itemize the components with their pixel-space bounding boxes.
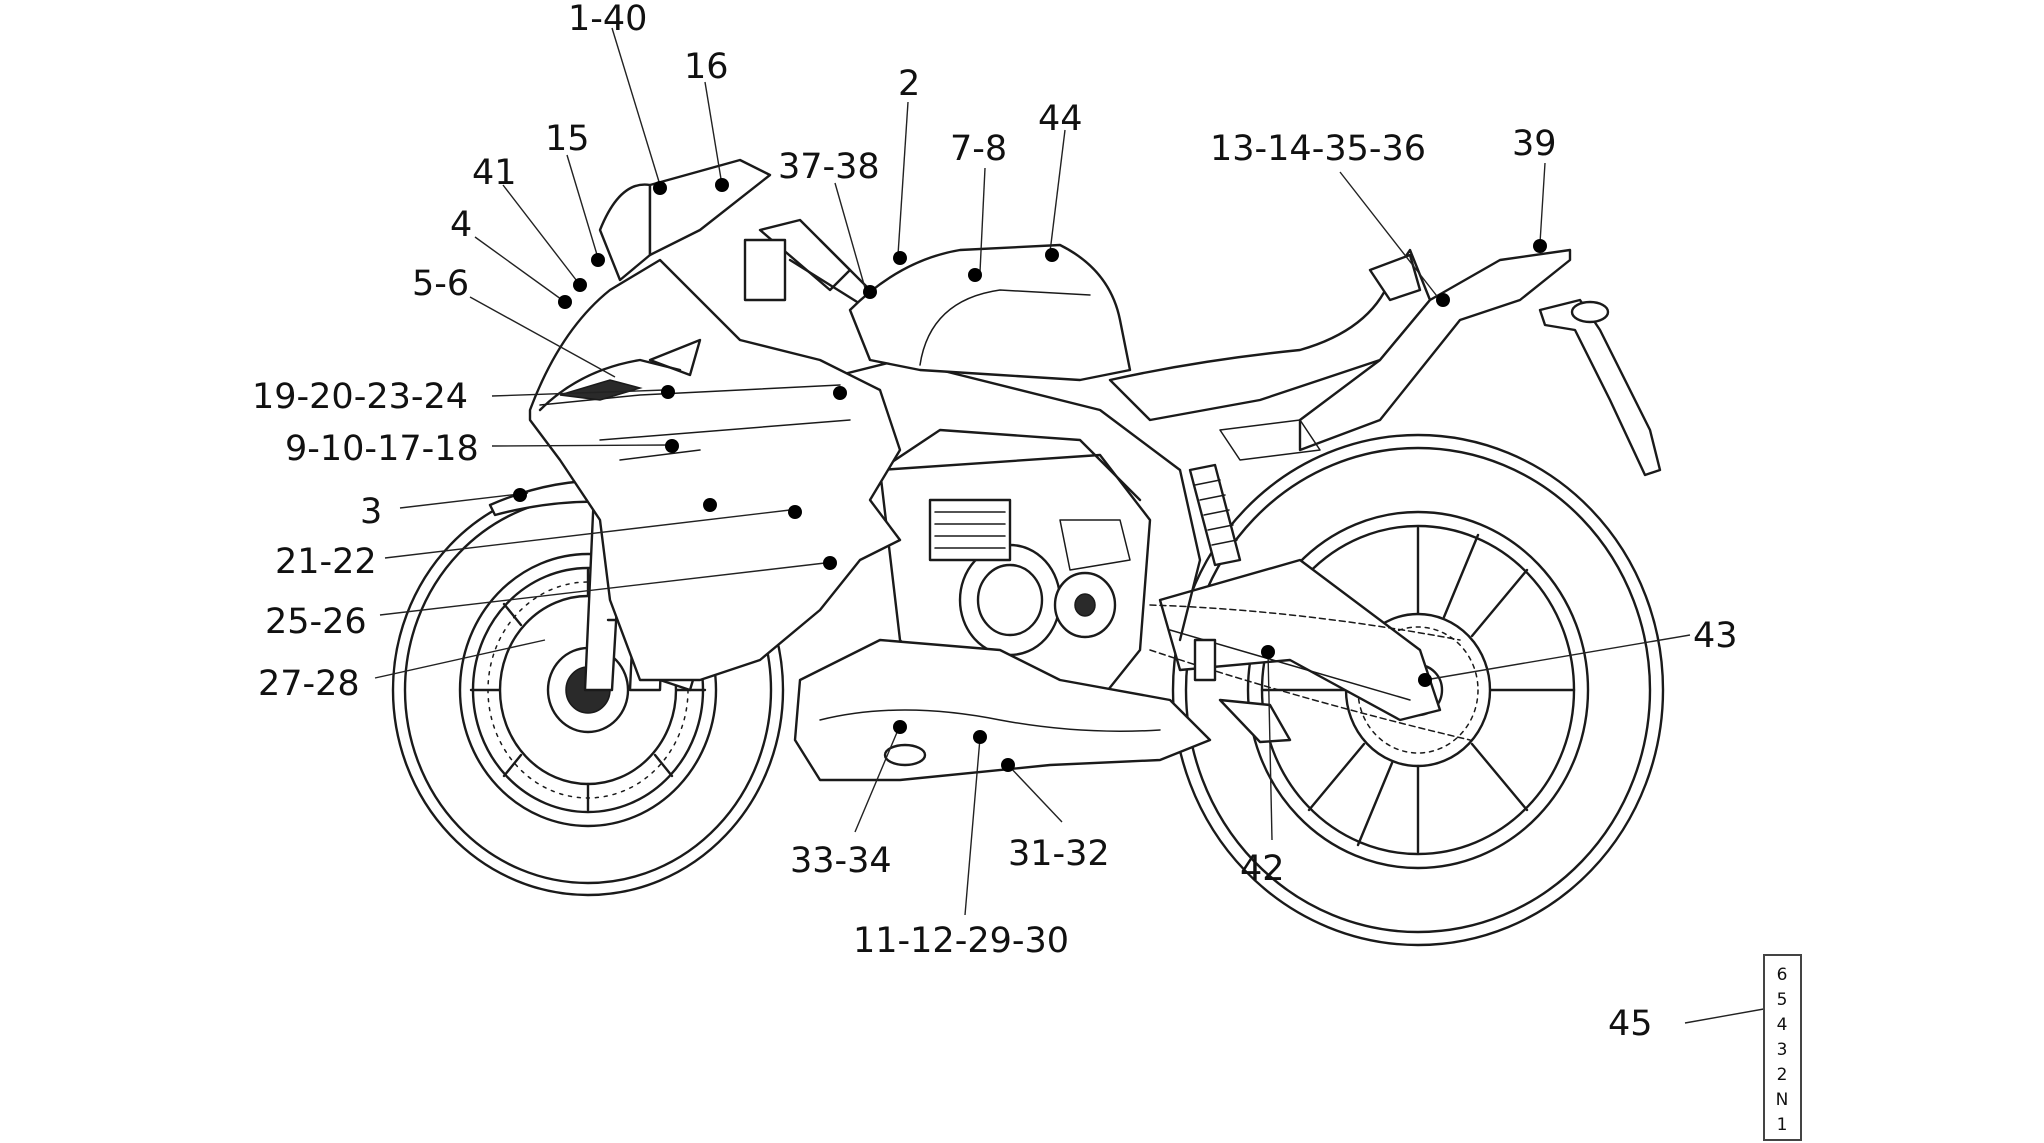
callout-3: 3 bbox=[360, 492, 382, 532]
callout-33-34: 33-34 bbox=[790, 841, 892, 881]
windscreen bbox=[598, 183, 652, 282]
callout-31-32: 31-32 bbox=[1008, 834, 1110, 874]
fuel-tank bbox=[848, 243, 1132, 382]
callout-5-6: 5-6 bbox=[412, 264, 469, 304]
callout-4: 4 bbox=[450, 205, 472, 245]
handlebar bbox=[743, 218, 882, 312]
callout-45: 45 bbox=[1608, 1004, 1653, 1044]
callout-21-22: 21-22 bbox=[275, 542, 377, 582]
gear-indicator-decal: 6 5 4 3 2 N 1 bbox=[1763, 954, 1802, 1141]
plate-holder bbox=[1538, 298, 1662, 477]
gear-6: 6 bbox=[1777, 965, 1788, 985]
gear-1: 1 bbox=[1777, 1115, 1788, 1135]
callout-1-40: 1-40 bbox=[568, 0, 647, 39]
callout-11-12-29-30: 11-12-29-30 bbox=[853, 921, 1069, 961]
front-fairing bbox=[528, 258, 902, 682]
rear-wheel bbox=[1171, 433, 1665, 947]
callout-44: 44 bbox=[1038, 99, 1083, 139]
callout-41: 41 bbox=[472, 153, 517, 193]
callout-7-8: 7-8 bbox=[950, 129, 1007, 169]
gear-5: 5 bbox=[1777, 990, 1788, 1010]
gear-3: 3 bbox=[1777, 1040, 1788, 1060]
callout-43: 43 bbox=[1693, 616, 1738, 656]
gear-2: 2 bbox=[1777, 1065, 1788, 1085]
callout-9-10-17-18: 9-10-17-18 bbox=[285, 429, 479, 469]
callout-25-26: 25-26 bbox=[265, 602, 367, 642]
rear-shock bbox=[1188, 463, 1242, 567]
tail-section bbox=[1298, 248, 1572, 452]
callout-labels: 1-40 16 15 41 4 5-6 19-20-23-24 9-10-17-… bbox=[252, 0, 1738, 1044]
callout-37-38: 37-38 bbox=[778, 147, 880, 187]
gear-n: N bbox=[1776, 1090, 1789, 1110]
motorcycle-illustration bbox=[391, 158, 1665, 947]
callout-2: 2 bbox=[898, 64, 920, 104]
callout-15: 15 bbox=[545, 119, 590, 159]
gear-4: 4 bbox=[1777, 1015, 1788, 1035]
callout-dots bbox=[513, 178, 1547, 772]
callout-16: 16 bbox=[684, 47, 729, 87]
callout-19-20-23-24: 19-20-23-24 bbox=[252, 377, 468, 417]
engine bbox=[878, 453, 1152, 702]
callout-27-28: 27-28 bbox=[258, 664, 360, 704]
callout-39: 39 bbox=[1512, 124, 1557, 164]
leader-lines bbox=[374, 27, 1776, 1024]
belly-pan bbox=[793, 638, 1212, 782]
callout-42: 42 bbox=[1240, 849, 1285, 889]
callout-13-14-35-36: 13-14-35-36 bbox=[1210, 129, 1426, 169]
